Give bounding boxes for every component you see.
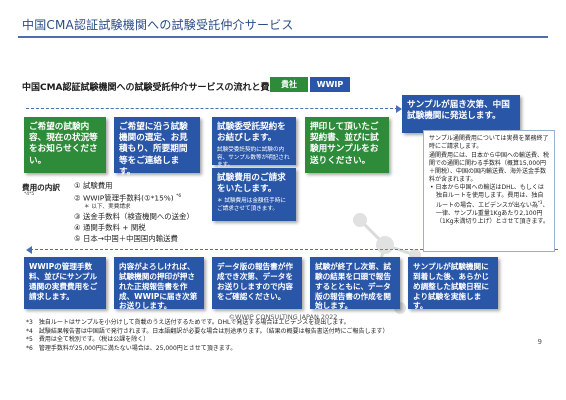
fee-item-note: ＊ 以下、実費請求	[84, 204, 131, 211]
step-data-report: データ版の報告書が作成でき次第、データをお送りしますので内容をご確認ください。	[212, 257, 302, 309]
flow-subtitle: 中国CMA認証試験機関への試験受託仲介サービスの流れと費用	[22, 83, 279, 93]
top-flow-arrow	[26, 108, 398, 109]
wwip-tag: WWIP	[310, 77, 350, 92]
fee-item: ④ 通関手数料 + 関税	[74, 223, 146, 233]
notes-paragraph: 通関費用には、日本から中国への輸送費、税関での通関に関わる手数料（概算15,00…	[429, 151, 550, 183]
bottom-flow-arrow	[30, 249, 558, 250]
footnote: *6 管理手数料が25,000円に満たない場合は、25,000円とさせて頂きます…	[26, 345, 237, 353]
step-send-sample: 押印して頂いたご契約書、並びに試験用サンプルをお送りください。	[305, 117, 389, 173]
fee-item: ② WWIP管理手数料(①*15%) *6	[74, 193, 182, 203]
client-tag: 貴社	[270, 77, 308, 92]
fee-item: ⑤ 日本→中国＋中国国内輸送費	[74, 234, 178, 244]
footnote: *5 費用は全て税別です。（税は公課を除く）	[26, 336, 150, 344]
step-test-result: 試験が終了し次第、試験の結果を口頭で報告するとともに、データ版の報告書の作成を開…	[310, 257, 400, 310]
shipping-cost-notes: サンプル通関費用については実費を業務終了時にご請求します。 通関費用には、日本か…	[423, 130, 555, 252]
step-run-test: サンプルが試験機関に到着した後、あらかじめ調整した試験日程により試験を実施します…	[408, 257, 498, 310]
fee-label: 費用の内訳	[22, 183, 60, 192]
step-official-report: 内容がよろしければ、試験機関の押印が押された正規報告書を作成、WWIPに届き次第…	[114, 257, 204, 310]
footnote: *3 独自ルートはサンプルを小分けして貨載のうえ送付するためです。DHLで発送す…	[26, 319, 350, 326]
notes-paragraph: サンプル通関費用については実費を業務終了時にご請求します。	[429, 135, 549, 150]
step-lab-selection: ご希望に沿う試験機関の選定、お見積もり、所要期間等をご連絡します。	[114, 117, 200, 177]
page-number: 9	[537, 338, 542, 346]
step-contract: 試験委受託契約をお結びします。 試験受委託契約に試験の内容、サンプル数等が明記さ…	[212, 117, 296, 168]
bottom-flow-arrowhead	[26, 245, 32, 254]
step-ship-to-china: サンプルが届き次第、中国試験機関に発送します。	[402, 95, 520, 133]
title-divider	[18, 36, 548, 38]
fee-item: ③ 送金手数料（検査機関への送金）	[74, 212, 194, 222]
fee-label-footnote: *4*5	[24, 192, 35, 197]
notes-bullet: • 日本から中国への輸送はDHL、もしくは独自ルートを使用します。費用は、独自ル…	[430, 184, 549, 226]
step-management-fee: WWIPの管理手数料、並びにサンプル通関の実費費用をご請求します。	[24, 257, 106, 309]
step-client-request: ご希望の試験内容、現在の状況等をお知らせください。	[24, 117, 106, 173]
footnotes: *3 独自ルートはサンプルを小分けして貨載のうえ送付するためです。DHLで発送す…	[26, 319, 389, 354]
footnote: *4 試験結果報告書は中国語で発行されます。日本語翻訳が必要な場合は別途承ります…	[26, 327, 389, 335]
top-flow-arrowhead	[396, 104, 402, 113]
page-title: 中国CMA認証試験機関への試験受託仲介サービス	[22, 18, 294, 32]
copyright: ©WWIP CONSULTING JAPAN 2022	[228, 313, 338, 321]
fee-item: ① 試験費用	[74, 181, 113, 190]
step-fee-request: 試験費用のご請求をいたします。 ＊ 試験費用は金額低手時にご請求させて頂きます。	[212, 168, 296, 221]
fee-list: ① 試験費用 ② WWIP管理手数料(①*15%) *6 ＊ 以下、実費請求 ③…	[74, 180, 234, 244]
